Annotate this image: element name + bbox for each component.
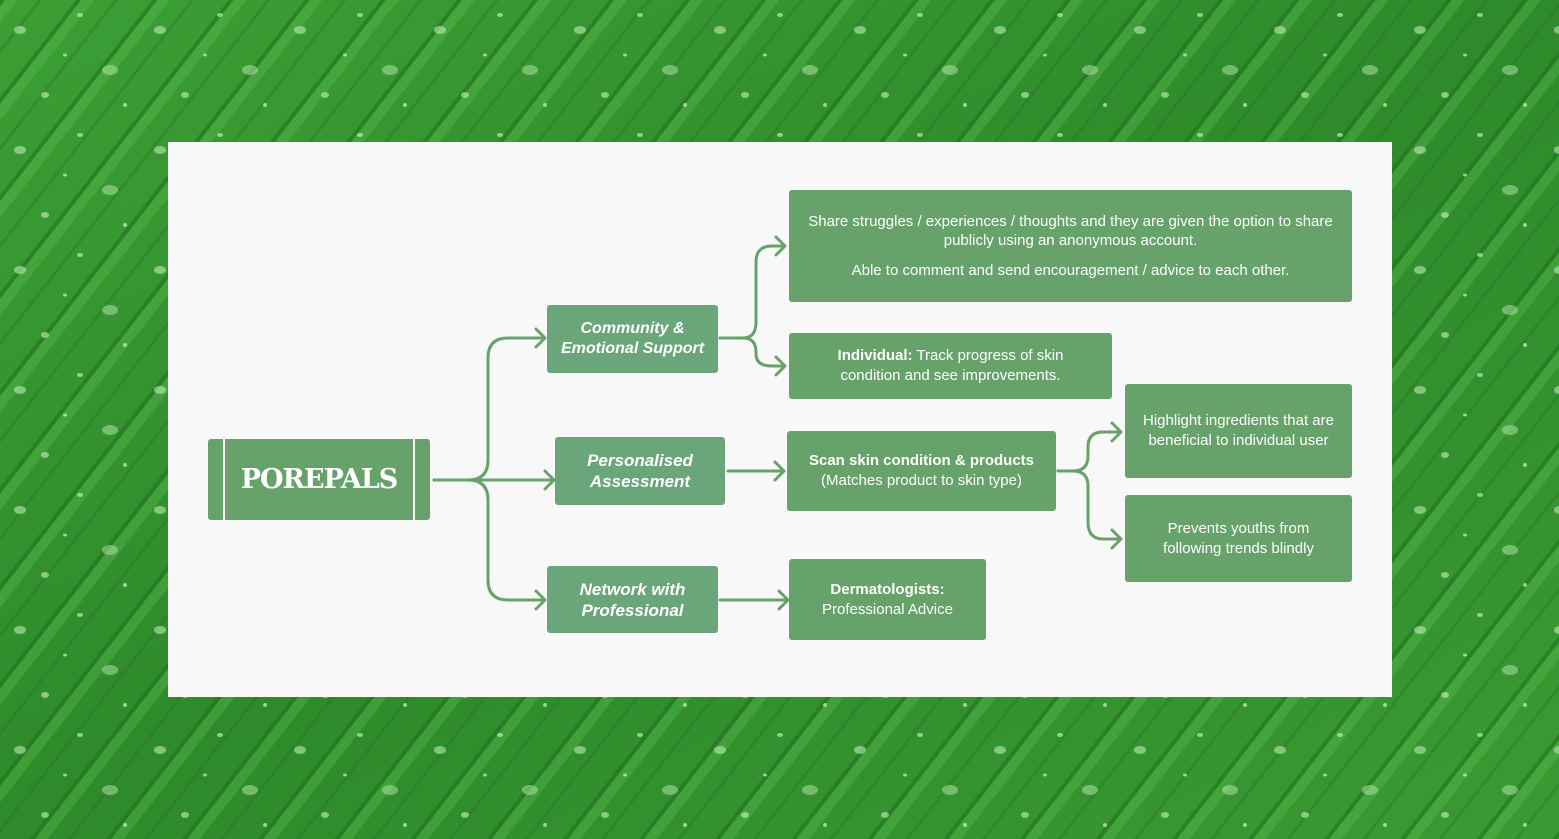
- derm-subtitle: Professional Advice: [822, 600, 953, 618]
- share-text: Share struggles / experiences / thoughts…: [808, 212, 1333, 249]
- logo-bar-right: [413, 439, 415, 520]
- scan-title: Scan skin condition & products: [808, 452, 1035, 469]
- individual-label: Individual:: [837, 347, 913, 364]
- comment-text: Able to comment and send encouragement /…: [851, 261, 1290, 279]
- category-network: Network with Professional: [547, 566, 718, 633]
- scan-node: Scan skin condition & products (Matches …: [787, 431, 1056, 511]
- highlight-ingredients-node: Highlight ingredients that are beneficia…: [1125, 384, 1352, 478]
- category-assessment: Personalised Assessment: [555, 437, 725, 505]
- category-community-label: Community & Emotional Support: [560, 320, 705, 357]
- connector-lines: [432, 235, 1123, 611]
- dermatologists-node: Dermatologists: Professional Advice: [789, 559, 986, 640]
- individual-node: Individual: Track progress of skin condi…: [789, 333, 1112, 399]
- category-community: Community & Emotional Support: [547, 305, 718, 373]
- logo-bar-left: [223, 439, 225, 520]
- highlight-text: Highlight ingredients that are beneficia…: [1143, 412, 1334, 449]
- porepals-logo: POREPALS: [208, 439, 430, 520]
- category-network-label: Network with Professional: [579, 579, 686, 620]
- category-assessment-label: Personalised Assessment: [587, 451, 693, 491]
- share-struggles-node: Share struggles / experiences / thoughts…: [789, 190, 1352, 302]
- individual-text: Track progress of skin condition and see…: [840, 347, 1064, 384]
- brand-name: POREPALS: [240, 464, 399, 495]
- prevents-text: Prevents youths from following trends bl…: [1163, 519, 1314, 557]
- individual-text-wrap: Individual: Track progress of skin condi…: [826, 346, 1076, 386]
- derm-title: Dermatologists:: [830, 580, 945, 598]
- mind-map-panel: POREPALS Community & Emotional Support P…: [168, 142, 1392, 697]
- scan-subtitle: (Matches product to skin type): [821, 472, 1022, 489]
- prevents-trends-node: Prevents youths from following trends bl…: [1125, 495, 1352, 582]
